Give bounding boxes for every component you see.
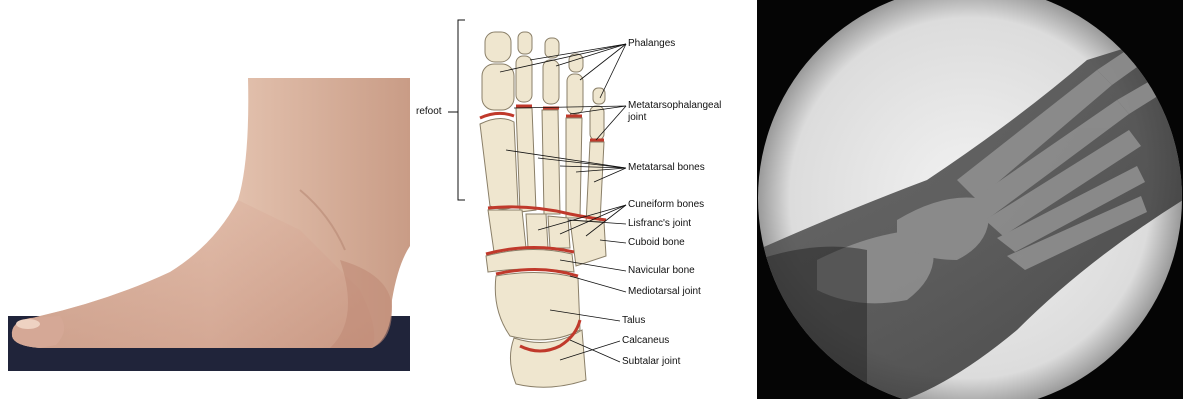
mtp-joint-label-line1: Metatarsophalangeal	[628, 100, 721, 111]
cuboid-bone-label: Cuboid bone	[628, 237, 685, 248]
foot-bone-diagram: refoot Phalanges Metatarsophalangeal joi…	[410, 0, 750, 399]
phalanges-label: Phalanges	[628, 38, 675, 49]
foot-photo	[0, 0, 420, 399]
navicular-bone-label: Navicular bone	[628, 265, 695, 276]
mtp-joint-label-line2: joint	[628, 112, 646, 123]
toenail	[16, 319, 40, 329]
forefoot-label: refoot	[416, 106, 442, 117]
forefoot-bracket	[458, 20, 465, 200]
talus-label: Talus	[622, 315, 645, 326]
lisfranc-joint-label: Lisfranc's joint	[628, 218, 691, 229]
xray-drawing	[757, 0, 1183, 399]
foot-photo-drawing	[0, 0, 420, 399]
subtalar-joint-label: Subtalar joint	[622, 356, 680, 367]
metatarsal-bones-label: Metatarsal bones	[628, 162, 705, 173]
foot-xray	[757, 0, 1183, 399]
mediotarsal-joint-label: Mediotarsal joint	[628, 286, 701, 297]
cuneiform-bones-label: Cuneiform bones	[628, 199, 704, 210]
calcaneus-label: Calcaneus	[622, 335, 669, 346]
